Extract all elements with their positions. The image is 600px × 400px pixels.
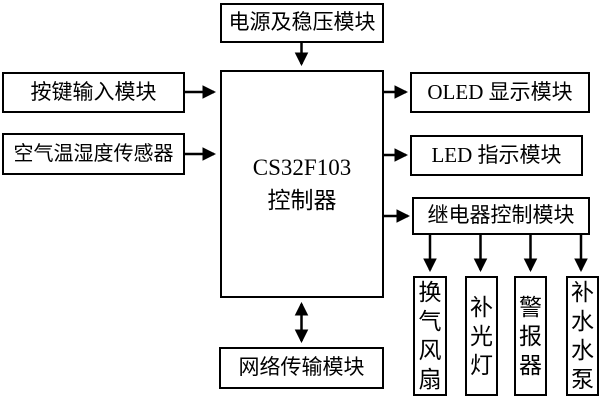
led-indicator-module-box: LED 指示模块 — [410, 135, 583, 176]
air-temp-humidity-sensor-label: 空气温湿度传感器 — [13, 143, 174, 165]
water-pump-box: 补水水泵 — [566, 276, 599, 396]
ventilation-fan-box: 换气风扇 — [413, 276, 447, 396]
key-input-module-box: 按键输入模块 — [2, 72, 185, 113]
relay-control-module-box: 继电器控制模块 — [412, 197, 590, 235]
alarm-box: 警报器 — [514, 276, 547, 396]
network-transmission-module-label: 网络传输模块 — [238, 355, 365, 380]
power-module-box: 电源及稳压模块 — [220, 3, 384, 43]
grow-light-box: 补光灯 — [465, 276, 498, 396]
controller-chip-label: CS32F103 — [252, 155, 352, 180]
relay-control-module-label: 继电器控制模块 — [427, 203, 575, 228]
oled-display-module-label: OLED 显示模块 — [427, 79, 573, 104]
air-temp-humidity-sensor-box: 空气温湿度传感器 — [2, 133, 185, 175]
network-transmission-module-box: 网络传输模块 — [219, 347, 384, 389]
power-module-label: 电源及稳压模块 — [228, 10, 376, 35]
controller-role-label: 控制器 — [267, 188, 337, 213]
led-indicator-module-label: LED 指示模块 — [431, 142, 562, 167]
oled-display-module-box: OLED 显示模块 — [410, 72, 590, 113]
controller-box: CS32F103 控制器 — [220, 70, 384, 298]
key-input-module-label: 按键输入模块 — [30, 79, 157, 104]
